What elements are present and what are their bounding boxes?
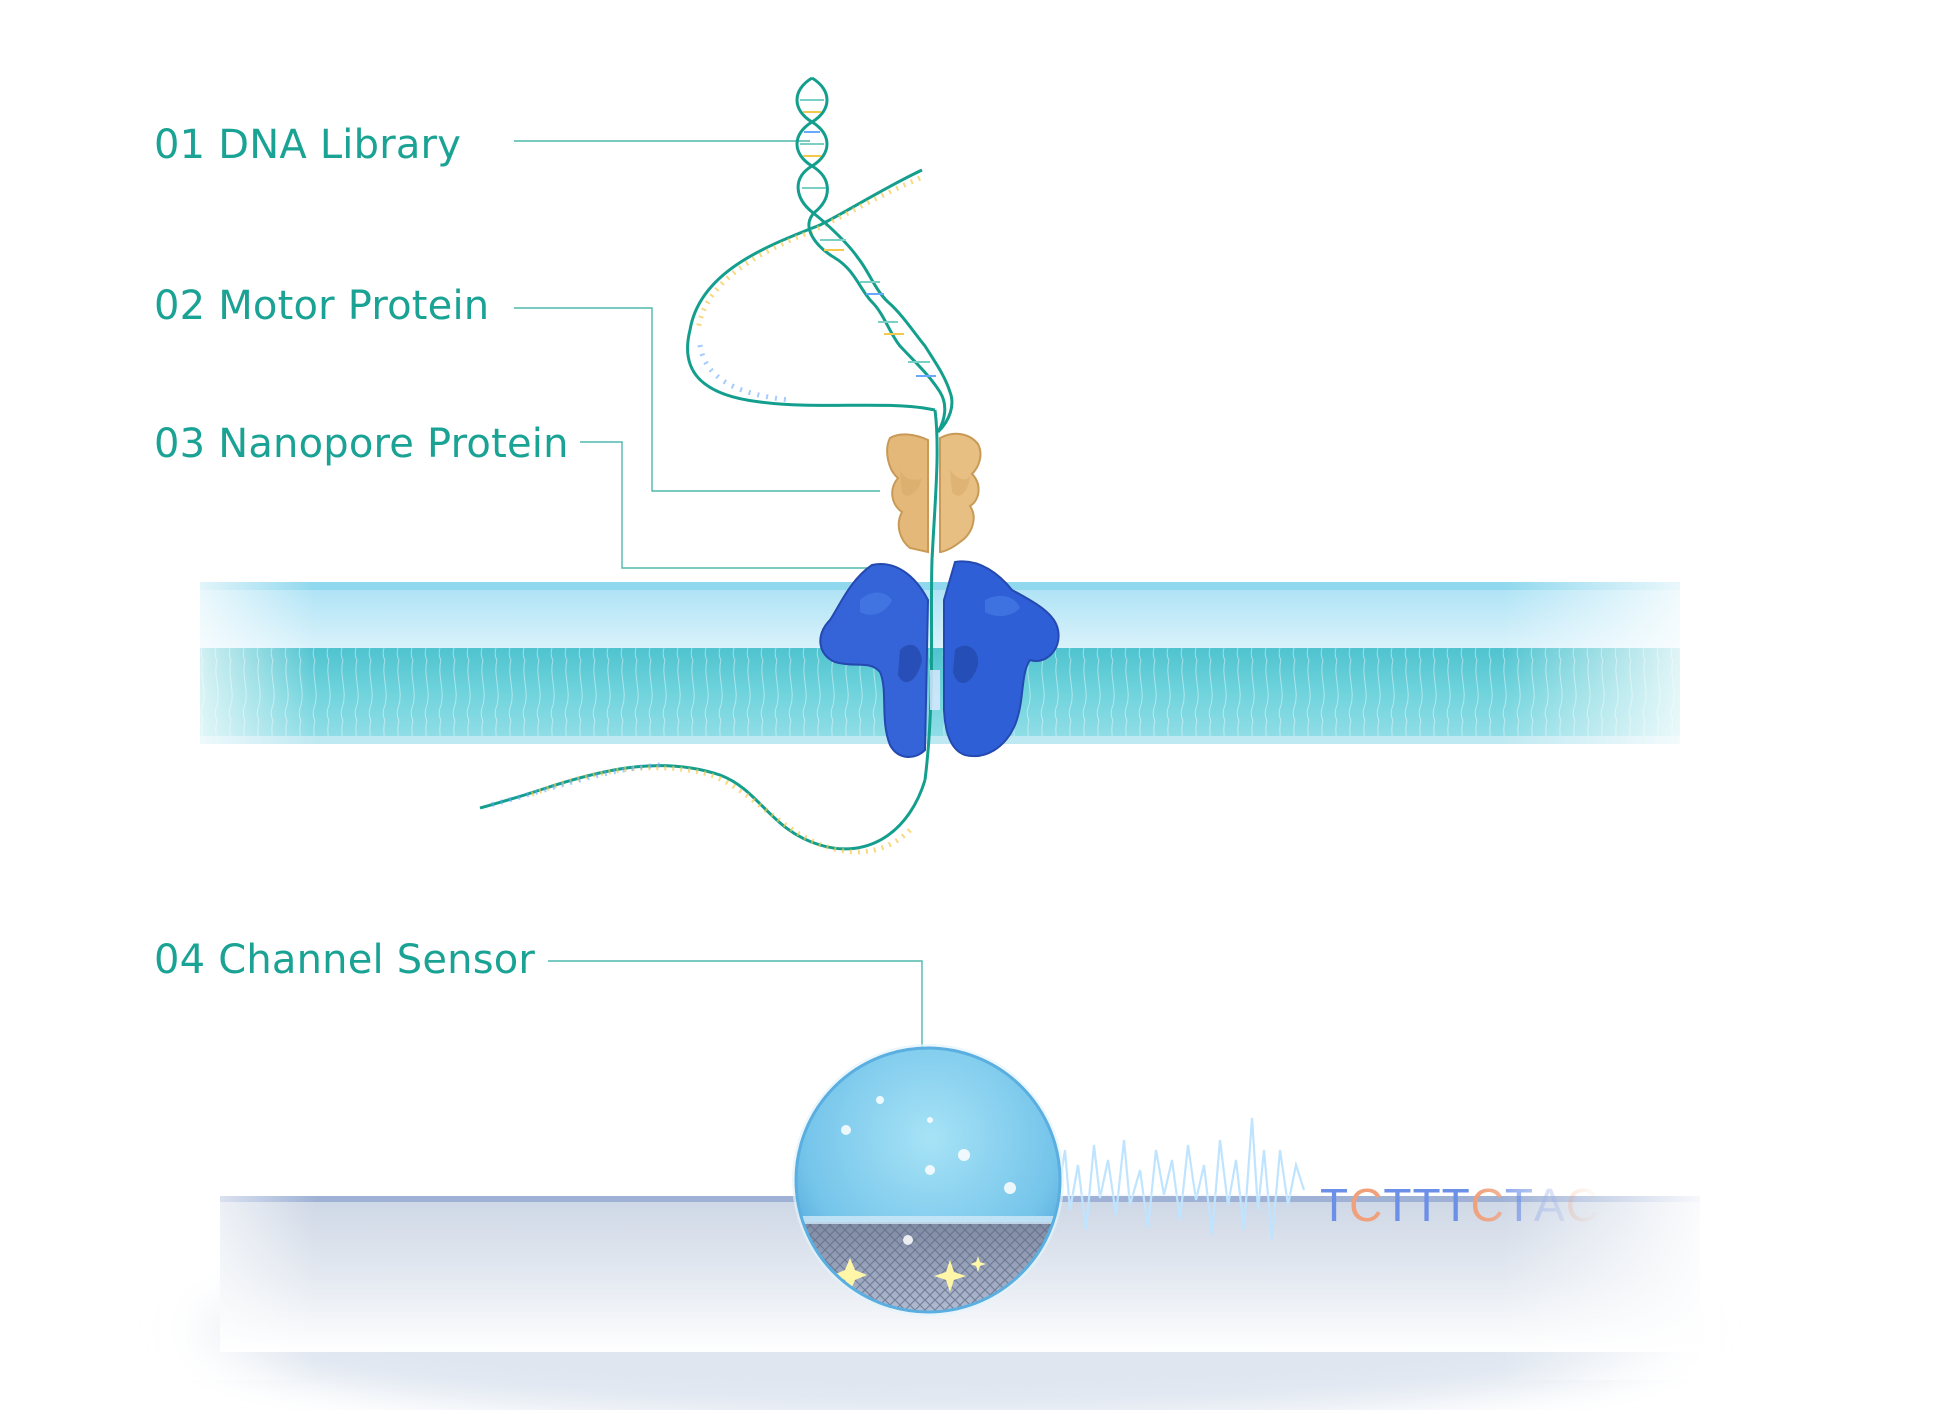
motor-protein [886, 432, 982, 554]
leader-line-channel-sensor [548, 960, 923, 1070]
sequence-base: C [1470, 1179, 1505, 1231]
sequence-base: T [1412, 1179, 1442, 1231]
sequence-base: T [1441, 1179, 1471, 1231]
sequence-base: T [1320, 1179, 1350, 1231]
sequence-base: C [1349, 1179, 1384, 1231]
dna-double-helix [795, 76, 954, 434]
sequence-base: A [1534, 1179, 1566, 1231]
nanopore-protein [819, 560, 1060, 758]
leader-line-motor-protein [514, 307, 880, 492]
leader-lines [514, 140, 923, 1070]
current-signal-trace [1056, 1117, 1306, 1241]
leader-line-nanopore-protein [580, 441, 870, 569]
label-dna-library: 01 DNA Library [154, 122, 462, 168]
dna-strand [479, 168, 939, 855]
spark-icon [833, 1256, 986, 1292]
label-nanopore-protein: 03 Nanopore Protein [154, 421, 569, 467]
label-motor-protein: 02 Motor Protein [154, 283, 490, 329]
sequence-base: C [1565, 1179, 1600, 1231]
lipid-membrane [160, 570, 1720, 760]
sequence-readout: TCTTTCTAC [1320, 1182, 1600, 1228]
sequence-base: T [1383, 1179, 1413, 1231]
sequence-base: T [1504, 1179, 1535, 1231]
label-channel-sensor: 04 Channel Sensor [154, 937, 536, 983]
channel-sensor-sphere [792, 1044, 1064, 1316]
